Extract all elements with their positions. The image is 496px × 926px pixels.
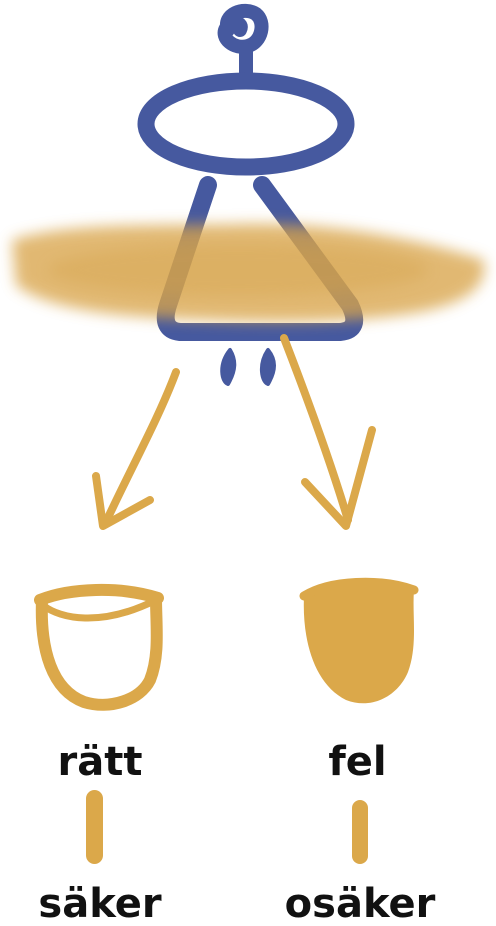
- balance-figure-icon: [146, 11, 354, 384]
- ochre-mist: [12, 224, 485, 322]
- outcome-label-wrong-answer: fel: [285, 742, 430, 782]
- certainty-label-uncertain: osäker: [275, 884, 445, 924]
- connector-left: [86, 790, 103, 864]
- certainty-label-certain: säker: [20, 884, 180, 924]
- empty-bucket-icon: [40, 590, 158, 705]
- arrow-left: [96, 372, 176, 526]
- connector-right: [352, 800, 368, 864]
- full-bucket-icon: [304, 582, 414, 703]
- arrow-right: [284, 338, 372, 526]
- outcome-label-right-answer: rätt: [30, 742, 170, 782]
